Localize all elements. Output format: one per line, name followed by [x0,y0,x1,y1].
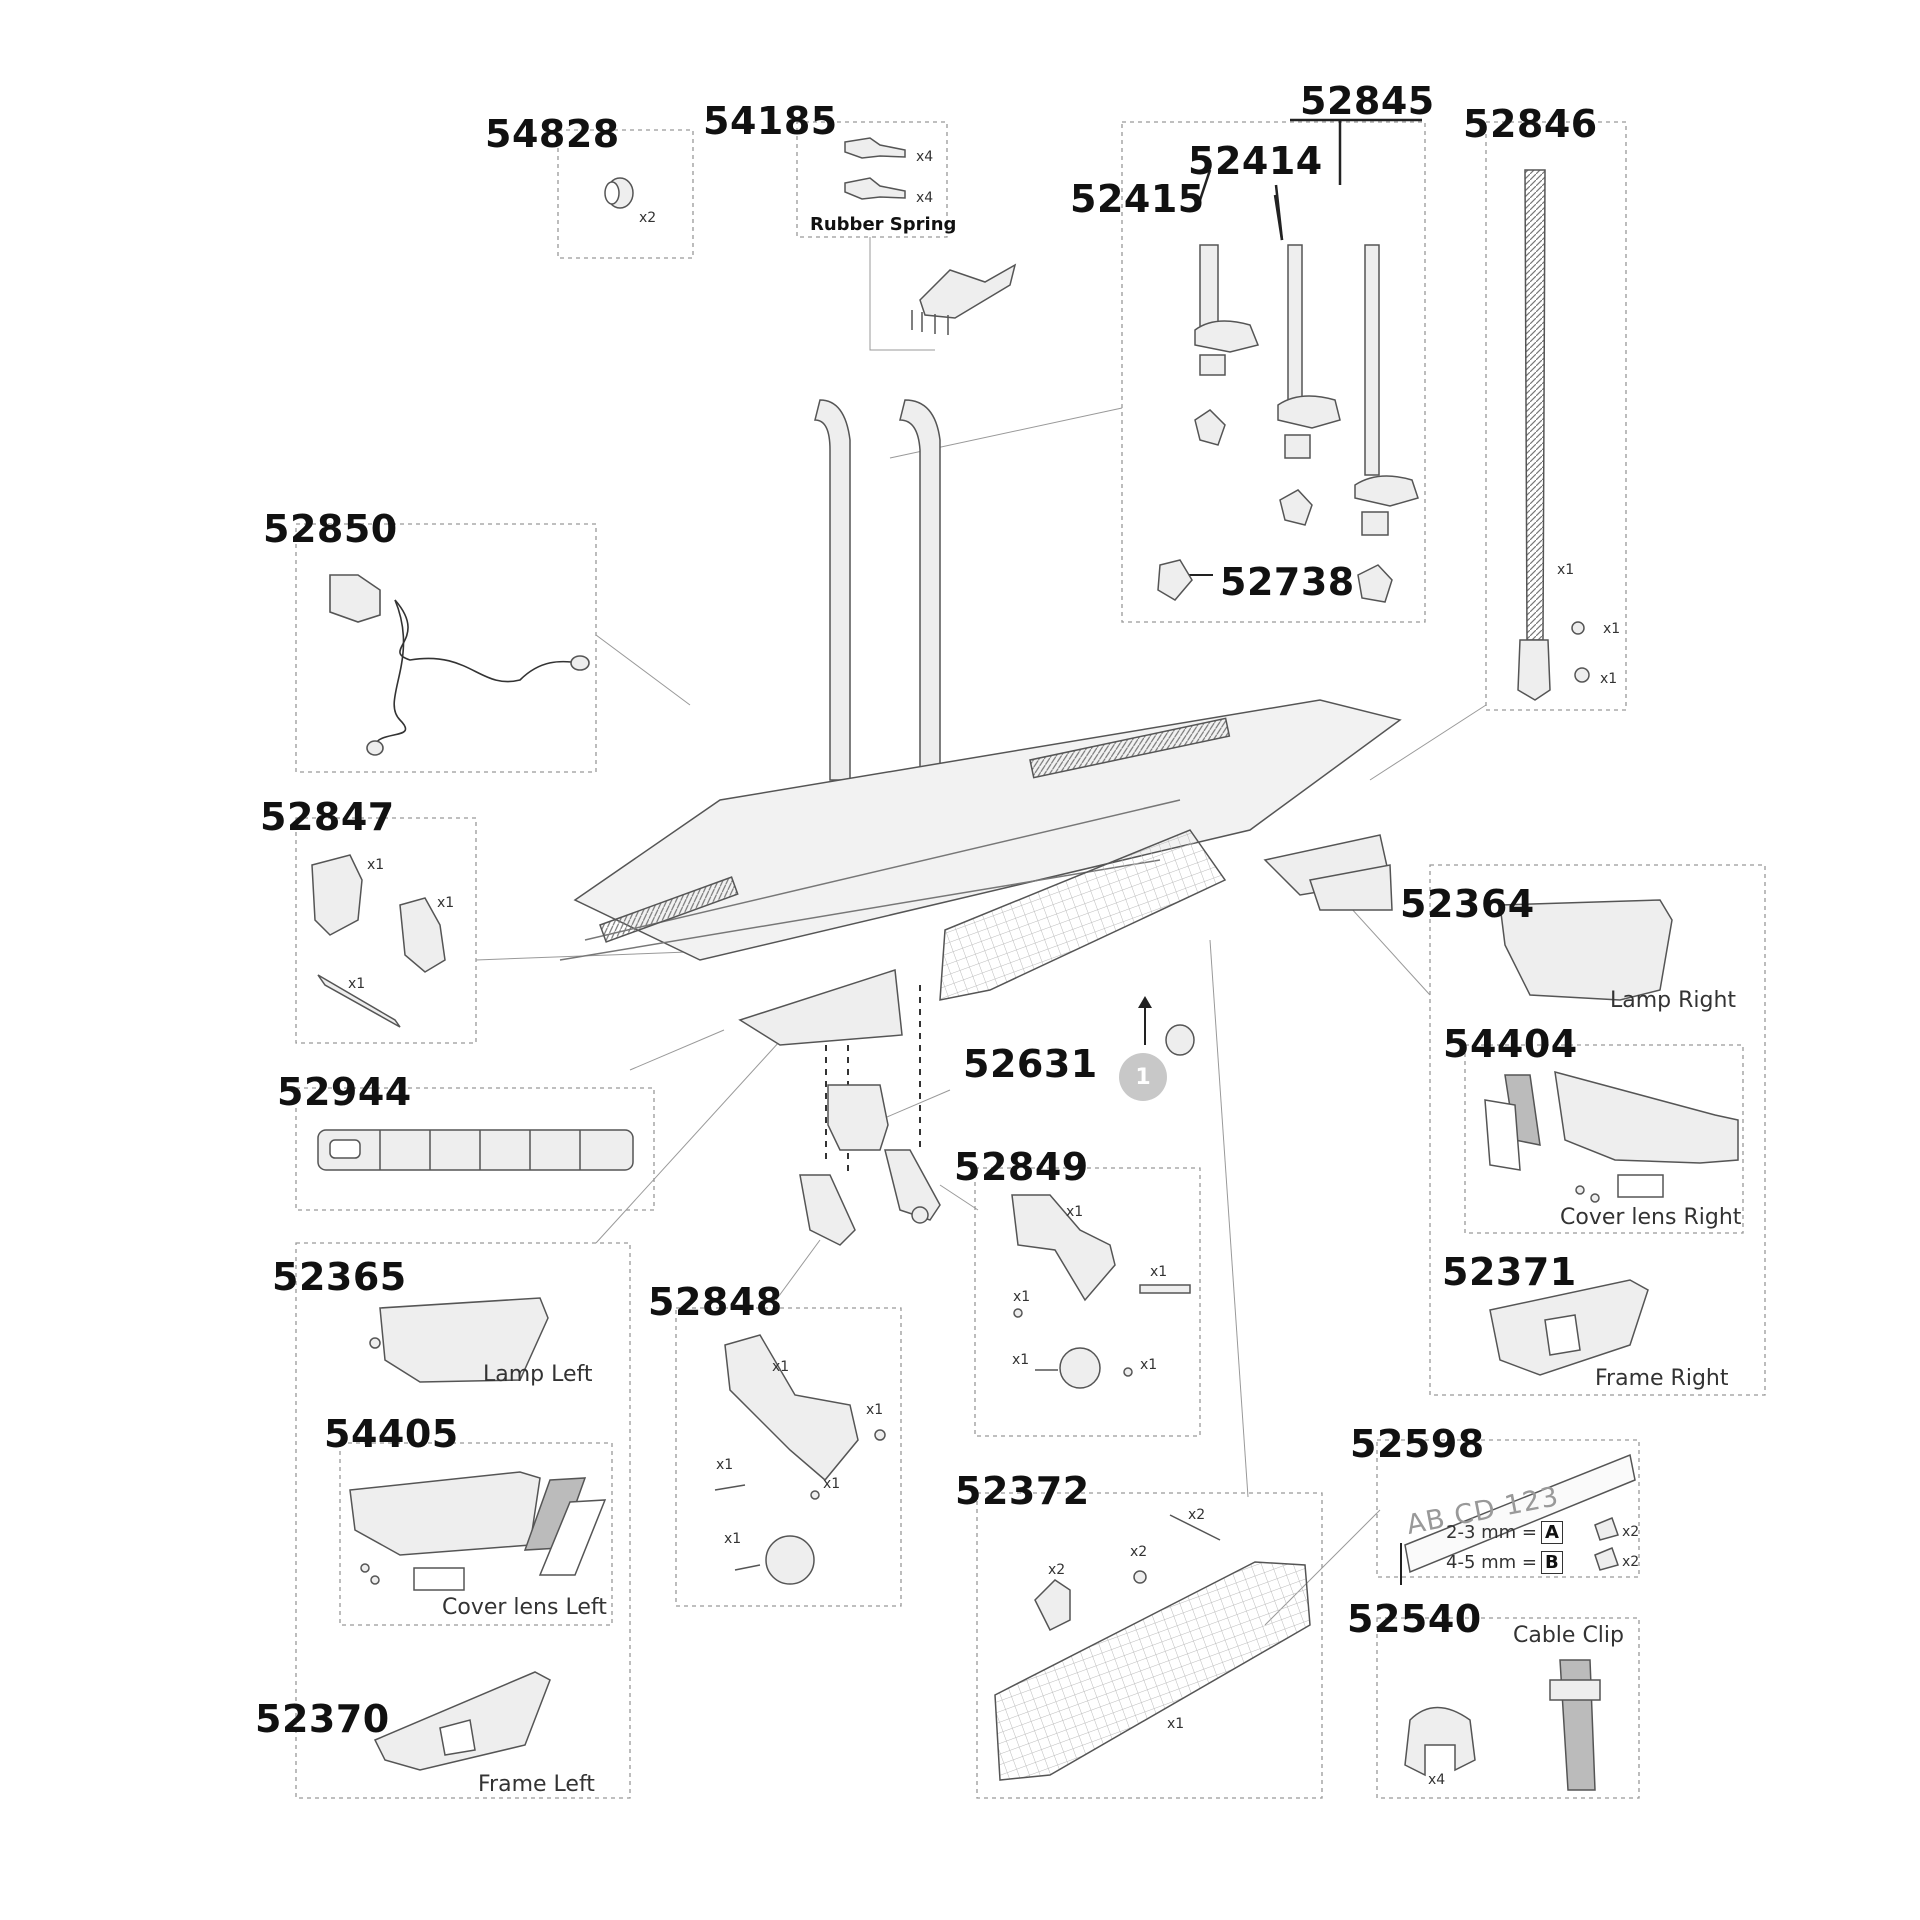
part-number-52848: 52848 [648,1280,783,1324]
part-number-52371: 52371 [1442,1250,1577,1294]
wheel-foot-right [1011,1194,1191,1389]
cover-lens-left [349,1471,607,1591]
carrier-body [559,399,1402,1046]
lamp-parts [369,899,1673,1383]
part-number-52364: 52364 [1400,882,1535,926]
pin-parts [311,854,446,1028]
quantity-label: x1 [1557,562,1575,578]
cable-part [329,574,590,756]
part-number-52631: 52631 [963,1042,1098,1086]
quantity-label: x1 [1066,1204,1084,1220]
frame-right-label: Frame Right [1595,1366,1729,1391]
quantity-label: x1 [1150,1264,1168,1280]
lamp-left-label: Lamp Left [483,1362,593,1387]
foot-module [827,1084,889,1151]
quantity-label: x1 [1013,1289,1031,1305]
quantity-label: x4 [916,149,934,165]
cable-clip-parts [1404,1659,1601,1791]
quantity-label: x1 [1600,671,1618,687]
part-number-52846: 52846 [1463,102,1598,146]
callout-badge: 1 [1119,1053,1167,1101]
end-cap-part [604,177,634,209]
part-number-52738: 52738 [1220,560,1355,604]
part-number-54185: 54185 [703,99,838,143]
foot-parts [799,1149,941,1246]
part-number-54405: 54405 [324,1412,459,1456]
part-number-52847: 52847 [260,795,395,839]
frame-left-label: Frame Left [478,1772,595,1797]
quantity-label: x1 [772,1359,790,1375]
cover-lens-left-label: Cover lens Left [442,1595,607,1620]
license-plate-part [1400,1453,1636,1585]
quantity-label: x1 [716,1457,734,1473]
lamp-right-label: Lamp Right [1610,988,1737,1013]
quantity-label: x4 [1428,1772,1446,1788]
thickness-row-b: 4-5 mm =B [1446,1551,1563,1574]
quantity-label: x2 [1048,1562,1066,1578]
key-a-badge: A [1541,1521,1563,1544]
part-number-52372: 52372 [955,1469,1090,1513]
quantity-label: x2 [639,210,657,226]
part-number-54404: 54404 [1443,1022,1578,1066]
arrow-head [1138,996,1152,1008]
quantity-label: x2 [1188,1507,1206,1523]
part-number-52845: 52845 [1300,79,1435,123]
quantity-label: x1 [1603,621,1621,637]
strap-part [1517,169,1590,701]
quantity-label: x1 [348,976,366,992]
frame-parts [373,1279,1649,1771]
key-b-badge: B [1541,1551,1563,1574]
part-number-52850: 52850 [263,507,398,551]
quantity-label: x2 [1622,1554,1640,1570]
part-number-52944: 52944 [277,1070,412,1114]
strap-band-part [317,1129,634,1171]
quantity-label: x1 [437,895,455,911]
quantity-label: x1 [866,1402,884,1418]
end-cap-detail [1165,1024,1195,1056]
part-number-52598: 52598 [1350,1422,1485,1466]
group-bracket [1198,118,1422,241]
thickness-row-a: 2-3 mm =A [1446,1521,1563,1544]
part-number-52849: 52849 [954,1145,1089,1189]
part-number-52540: 52540 [1347,1597,1482,1641]
quantity-label: x2 [1130,1544,1148,1560]
cover-lens-right [1484,1070,1739,1203]
quantity-label: x4 [916,190,934,206]
part-number-52365: 52365 [272,1255,407,1299]
rubber-spring-parts [844,137,1017,335]
plate-part [994,1514,1311,1781]
wheel-foot-left [714,1334,886,1585]
quantity-label: x1 [823,1476,841,1492]
part-number-52415: 52415 [1070,177,1205,221]
quantity-label: x1 [1167,1716,1185,1732]
arm-parts [1157,244,1419,603]
part-number-54828: 54828 [485,112,620,156]
quantity-label: x1 [724,1531,742,1547]
quantity-label: x2 [1622,1524,1640,1540]
part-number-52370: 52370 [255,1697,390,1741]
cover-lens-right-label: Cover lens Right [1560,1205,1742,1230]
quantity-label: x1 [1140,1357,1158,1373]
quantity-label: x1 [1012,1352,1030,1368]
part-boxes [295,121,1766,1799]
rubber-spring-label: Rubber Spring [810,214,957,235]
quantity-label: x1 [367,857,385,873]
part-number-52414: 52414 [1188,139,1323,183]
cable-clip-label: Cable Clip [1513,1623,1624,1648]
